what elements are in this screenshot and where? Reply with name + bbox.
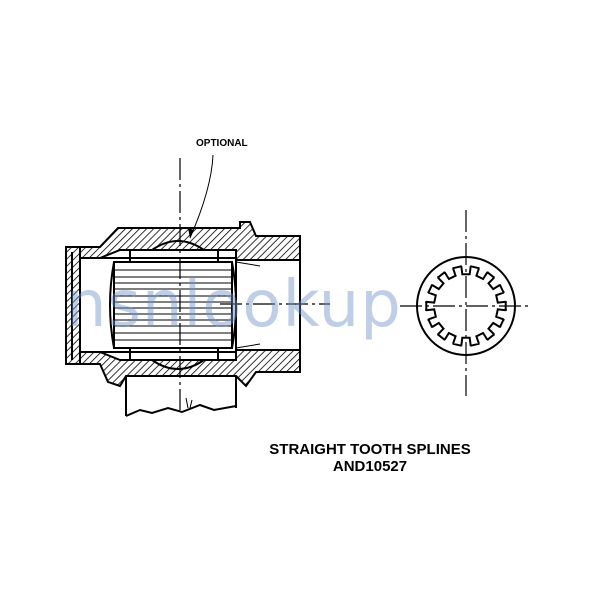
- caption-line-2: AND10527: [333, 458, 407, 475]
- watermark-text: nsnlookup: [66, 268, 402, 342]
- optional-leader: [189, 154, 214, 239]
- optional-leader-arrow: [188, 228, 194, 238]
- bore-taper: [235, 261, 261, 349]
- spline-outer-circle: [416, 256, 516, 356]
- bore-outline: [100, 257, 301, 353]
- end-view: [400, 210, 530, 396]
- spline-tooth-profile: [424, 265, 508, 347]
- optional-groove-bottom: [129, 348, 219, 370]
- housing-top-wall: [79, 221, 301, 261]
- stub-broken-edge: [125, 376, 237, 417]
- optional-label: OPTIONAL: [196, 138, 248, 149]
- stub-hatch: [185, 397, 193, 409]
- section-view: OPTIONAL: [65, 138, 330, 417]
- caption-line-1: STRAIGHT TOOTH SPLINES: [269, 441, 470, 458]
- optional-groove-top: [129, 240, 219, 262]
- spline-teeth-band: [109, 261, 237, 349]
